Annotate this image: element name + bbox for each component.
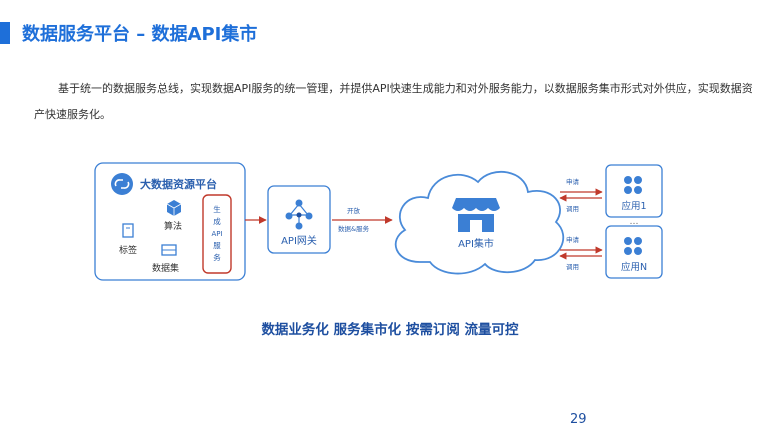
app-1-label: 应用1: [621, 200, 646, 212]
apply-label-1: 申请: [566, 177, 580, 186]
architecture-diagram: 大数据资源平台 标签 算法 数据集 生 成 API 服 务: [94, 162, 663, 281]
app-n-label: 应用N: [621, 261, 647, 273]
algorithm-label: 算法: [164, 220, 182, 232]
apply-label-2: 申请: [566, 235, 580, 244]
gateway-network-icon: [285, 199, 313, 230]
generate-char-5: 务: [213, 252, 221, 262]
app-n-box: 应用N: [605, 225, 663, 279]
dataset-label: 数据集: [152, 262, 179, 274]
generate-char-4: 服: [213, 241, 221, 250]
description-text: 基于统一的数据服务总线，实现数据API服务的统一管理，并提供API快速生成能力和…: [34, 82, 753, 121]
title-accent-bar: [0, 22, 10, 44]
cloud-link-icon: [111, 173, 133, 195]
generate-api-service-box: [202, 194, 232, 274]
dataset-icon: [161, 244, 177, 256]
algorithm-cube-icon: [166, 200, 182, 216]
tag-icon: [122, 223, 134, 238]
app-1-box: 应用1: [605, 164, 663, 218]
market-store-icon: [452, 198, 500, 232]
data-service-label: 数据&服务: [338, 224, 370, 233]
generate-char-3: API: [211, 230, 222, 238]
big-data-platform-box: 大数据资源平台 标签 算法 数据集 生 成 API 服 务: [94, 162, 246, 281]
api-gateway-box: API网关: [267, 185, 331, 254]
call-label-2: 调用: [566, 262, 579, 271]
open-label: 开放: [347, 206, 361, 215]
tag-label: 标签: [119, 244, 137, 256]
api-market-cloud: API集市: [394, 171, 565, 275]
market-label: API集市: [458, 237, 494, 250]
slogan-text: 数据业务化 服务集市化 按需订阅 流量可控: [261, 322, 519, 338]
page-number: 29: [570, 412, 587, 427]
generate-char-1: 生: [213, 204, 221, 214]
app-grid-icon: [624, 237, 642, 255]
app-grid-icon: [624, 176, 642, 194]
page-title: 数据服务平台 – 数据API集市: [22, 24, 258, 45]
apps-ellipsis: …: [630, 217, 639, 227]
generate-char-2: 成: [213, 216, 221, 226]
platform-title: 大数据资源平台: [140, 177, 217, 191]
gateway-label: API网关: [281, 234, 317, 247]
call-label-1: 调用: [566, 204, 579, 213]
